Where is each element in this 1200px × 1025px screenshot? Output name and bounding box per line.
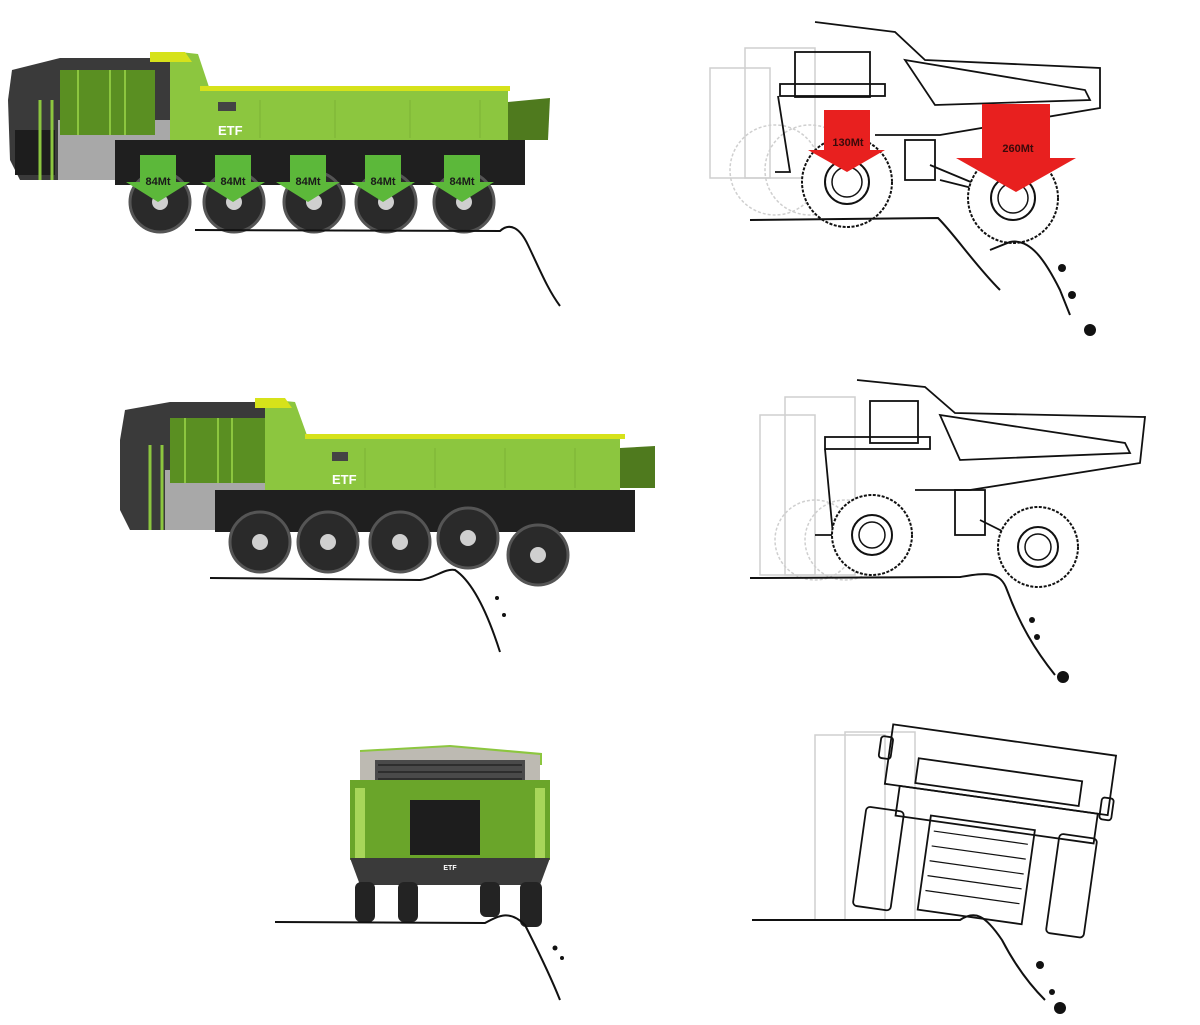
ground-edge [194,225,561,307]
ground-edge [209,568,506,653]
ground-edge [274,914,564,1001]
axle-load-label: 84Mt [295,176,320,188]
axle-load-label: 84Mt [449,176,474,188]
ground-edge [749,573,1069,683]
front-axle-load-arrow [808,110,885,172]
axle-load-label: 84Mt [220,176,245,188]
ground-edge [749,216,1096,336]
etf-truck-side-edge: ETF [110,390,710,660]
axle-load-arrows [126,155,494,202]
axle-load-label: 84Mt [145,176,170,188]
rear-axle-load-label: 260Mt [1002,143,1034,155]
display-icon [218,102,236,111]
front-axle-load-label: 130Mt [832,137,864,149]
etf-truck-rear-view: ETF ETF [270,720,590,1020]
etf-truck-side-loaded: ETF 84Mt 84Mt 84Mt 84Mt 84Mt [0,40,580,310]
axle-load-label: 84Mt [370,176,395,188]
conventional-truck-side-edge [745,375,1155,695]
etf-rear-logo-bottom: ETF [443,865,457,872]
etf-logo: ETF [332,472,357,487]
rear-axle-load-arrow [956,104,1076,192]
display-icon [332,452,348,461]
ground-edge [752,914,1066,1014]
conventional-truck-rear-view [740,710,1120,1020]
etf-logo: ETF [218,123,243,138]
conventional-truck-side-loaded: 130Mt 260Mt [700,20,1101,340]
